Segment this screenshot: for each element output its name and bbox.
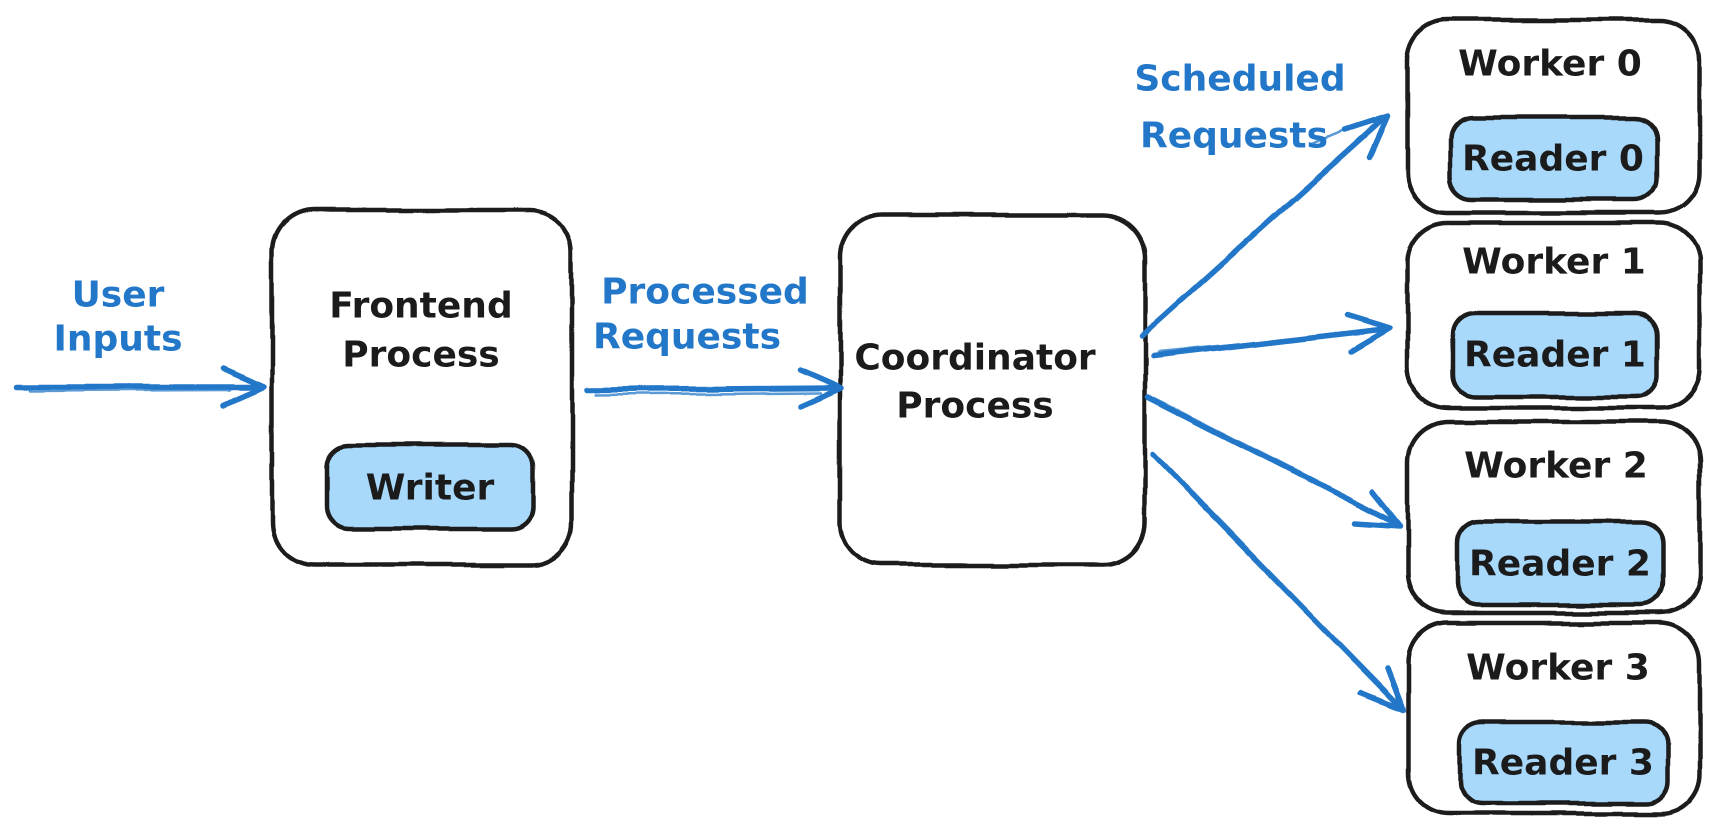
scheduled-arrow-worker-0	[1139, 113, 1391, 339]
reader-3-label: Reader 3	[1472, 743, 1654, 784]
arrowhead-icon	[1358, 665, 1406, 713]
user-inputs-label: User Inputs	[53, 275, 182, 360]
processed-requests-label-line1: Processed	[601, 272, 809, 313]
arrowhead-icon	[1352, 488, 1403, 529]
reader-1-box	[1450, 310, 1660, 400]
reader-0-box	[1447, 114, 1660, 203]
reader-1-label: Reader 1	[1464, 335, 1646, 376]
scheduled-arrow-worker-1	[1150, 312, 1393, 359]
scheduled-arrow-worker-2	[1145, 394, 1403, 529]
reader-0-label: Reader 0	[1462, 139, 1644, 180]
coordinator-process-title: Coordinator Process	[854, 338, 1096, 427]
writer-label: Writer	[366, 468, 495, 509]
reader-3-box	[1457, 720, 1670, 806]
coordinator-title-line2: Process	[896, 386, 1053, 427]
frontend-title-line1: Frontend	[329, 286, 512, 327]
label-connector	[1310, 126, 1352, 146]
processed-requests-label: Processed Requests	[593, 272, 809, 358]
arrowhead-icon	[797, 367, 844, 409]
writer-box	[324, 442, 536, 532]
coordinator-title-line1: Coordinator	[854, 338, 1096, 379]
worker-1-label: Worker 1	[1462, 242, 1646, 283]
worker-3-label: Worker 3	[1466, 648, 1650, 689]
frontend-process-title: Frontend Process	[329, 286, 512, 376]
frontend-title-line2: Process	[342, 335, 499, 376]
user-inputs-label-line2: Inputs	[53, 319, 182, 360]
arrowhead-icon	[220, 366, 267, 408]
scheduled-requests-label: Scheduled Requests	[1134, 59, 1345, 157]
arrowhead-icon	[1344, 312, 1393, 354]
user-inputs-arrow	[14, 366, 267, 408]
reader-2-label: Reader 2	[1469, 544, 1651, 585]
worker-2-label: Worker 2	[1464, 446, 1648, 487]
scheduled-arrow-worker-3	[1150, 451, 1406, 713]
reader-2-box	[1454, 518, 1666, 608]
processed-requests-label-line2: Requests	[593, 317, 781, 358]
worker-0-label: Worker 0	[1458, 44, 1642, 85]
user-inputs-label-line1: User	[72, 275, 165, 316]
processed-requests-arrow	[584, 367, 844, 409]
scheduled-requests-label-line2: Requests	[1140, 116, 1328, 157]
arrowhead-icon	[1342, 113, 1391, 160]
scheduled-requests-label-line1: Scheduled	[1134, 59, 1345, 100]
